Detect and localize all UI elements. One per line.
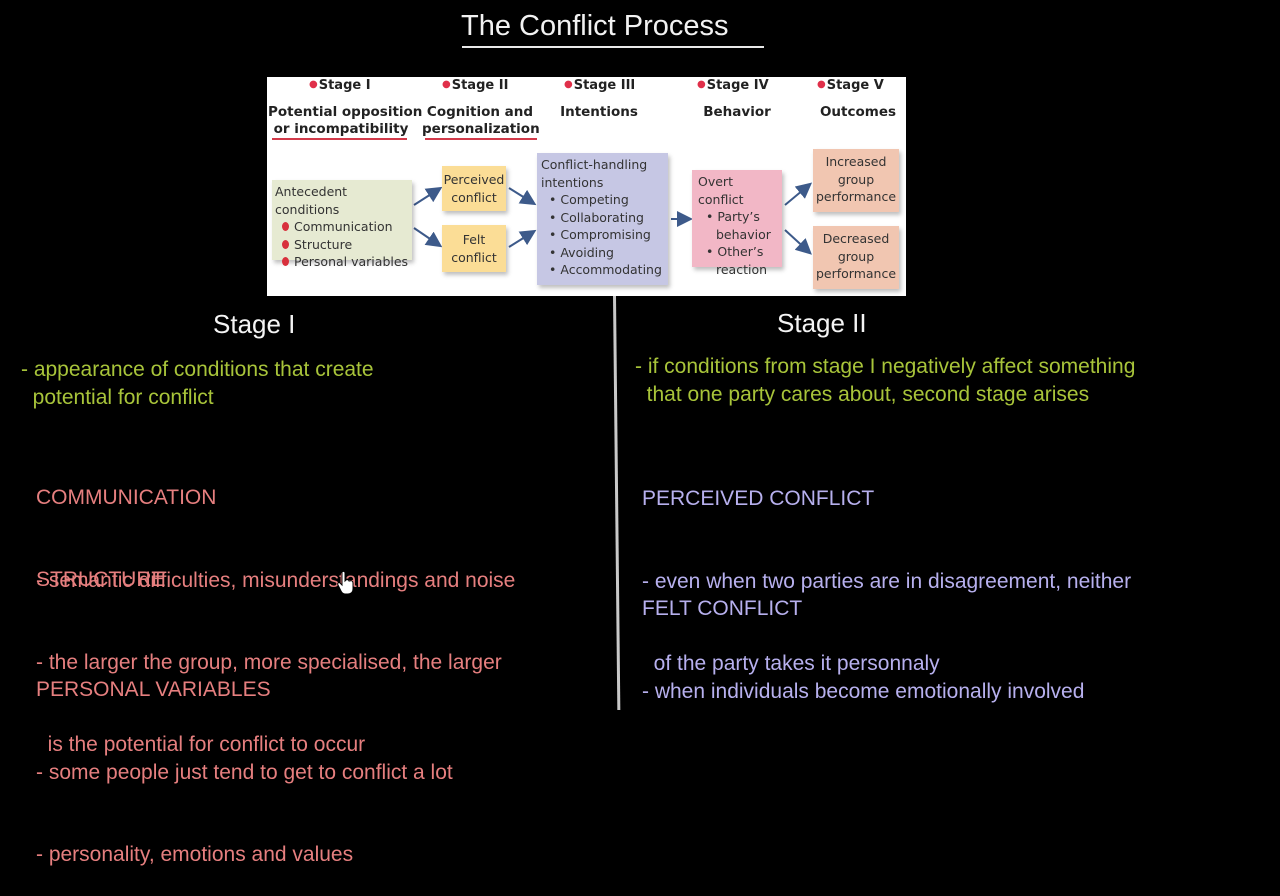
overt-conflict-box: Overt conflict • Party’s behavior • Othe… <box>692 170 782 277</box>
intentions-box: Conflict-handling intentions • Competing… <box>537 153 668 285</box>
stage1-intro: - appearance of conditions that create p… <box>21 358 374 409</box>
stage-name-3: Intentions <box>560 104 638 120</box>
stage2-intro: - if conditions from stage I negatively … <box>635 355 1136 406</box>
antecedent-conditions-box: Antecedent conditions Communication Stru… <box>272 180 412 269</box>
structure-heading: STRUCTURE <box>36 568 166 591</box>
arrow-behavior-to-decreased <box>784 229 812 255</box>
bullet-icon <box>282 257 289 266</box>
stage-label-4: ●Stage IV <box>697 78 769 93</box>
communication-heading: COMMUNICATION <box>36 486 217 509</box>
stage1-personal-variables: PERSONAL VARIABLES - some people just te… <box>36 678 453 866</box>
bullet-icon <box>282 222 289 231</box>
stage-label-1: ●Stage I <box>309 78 371 93</box>
stage-2-underline <box>425 138 537 140</box>
stage-label-5: ●Stage V <box>817 78 884 93</box>
column-divider <box>613 295 620 710</box>
perceived-conflict-heading: PERCEIVED CONFLICT <box>642 487 875 510</box>
intention-item: • Accommodating <box>549 262 662 277</box>
conflict-process-diagram: ●Stage I ●Stage II ●Stage III ●Stage IV … <box>267 77 906 296</box>
stage-name-5: Outcomes <box>819 104 897 120</box>
antecedent-item: Structure <box>275 236 412 254</box>
intention-item: • Avoiding <box>549 244 614 260</box>
stage2-perceived-conflict: PERCEIVED CONFLICT - even when two parti… <box>642 487 1132 675</box>
intention-item: • Collaborating <box>549 209 644 225</box>
intention-item: • Compromising <box>549 227 651 242</box>
arrow-antecedent-to-perceived <box>413 186 443 206</box>
antecedent-heading: Antecedent conditions <box>275 184 348 217</box>
stage-name-4: Behavior <box>703 104 771 120</box>
arrow-perceived-to-intentions <box>508 187 537 206</box>
arrow-antecedent-to-felt <box>413 227 443 248</box>
arrow-felt-to-intentions <box>508 229 537 248</box>
arrow-behavior-to-increased <box>784 182 813 206</box>
personal-variables-heading: PERSONAL VARIABLES <box>36 678 271 701</box>
felt-conflict-heading: FELT CONFLICT <box>642 597 803 620</box>
intention-item: • Competing <box>549 192 629 207</box>
title-underline <box>462 46 764 48</box>
antecedent-item: Personal variables <box>275 253 412 271</box>
flow-arrows <box>413 182 813 255</box>
stage1-communication: COMMUNICATION - semantic difficulties, m… <box>36 486 516 592</box>
page-title: The Conflict Process <box>461 10 729 42</box>
antecedent-item: Communication <box>275 218 412 236</box>
stage2-heading: Stage II <box>777 308 867 338</box>
stage-label-2: ●Stage II <box>442 78 509 93</box>
hand-cursor-icon <box>337 571 354 595</box>
bullet-icon <box>282 239 289 249</box>
stage-label-3: ●Stage III <box>564 78 636 93</box>
stage-1-underline <box>272 138 407 140</box>
stage2-felt-conflict: FELT CONFLICT - when individuals become … <box>642 597 1085 703</box>
stage1-heading: Stage I <box>213 309 296 339</box>
